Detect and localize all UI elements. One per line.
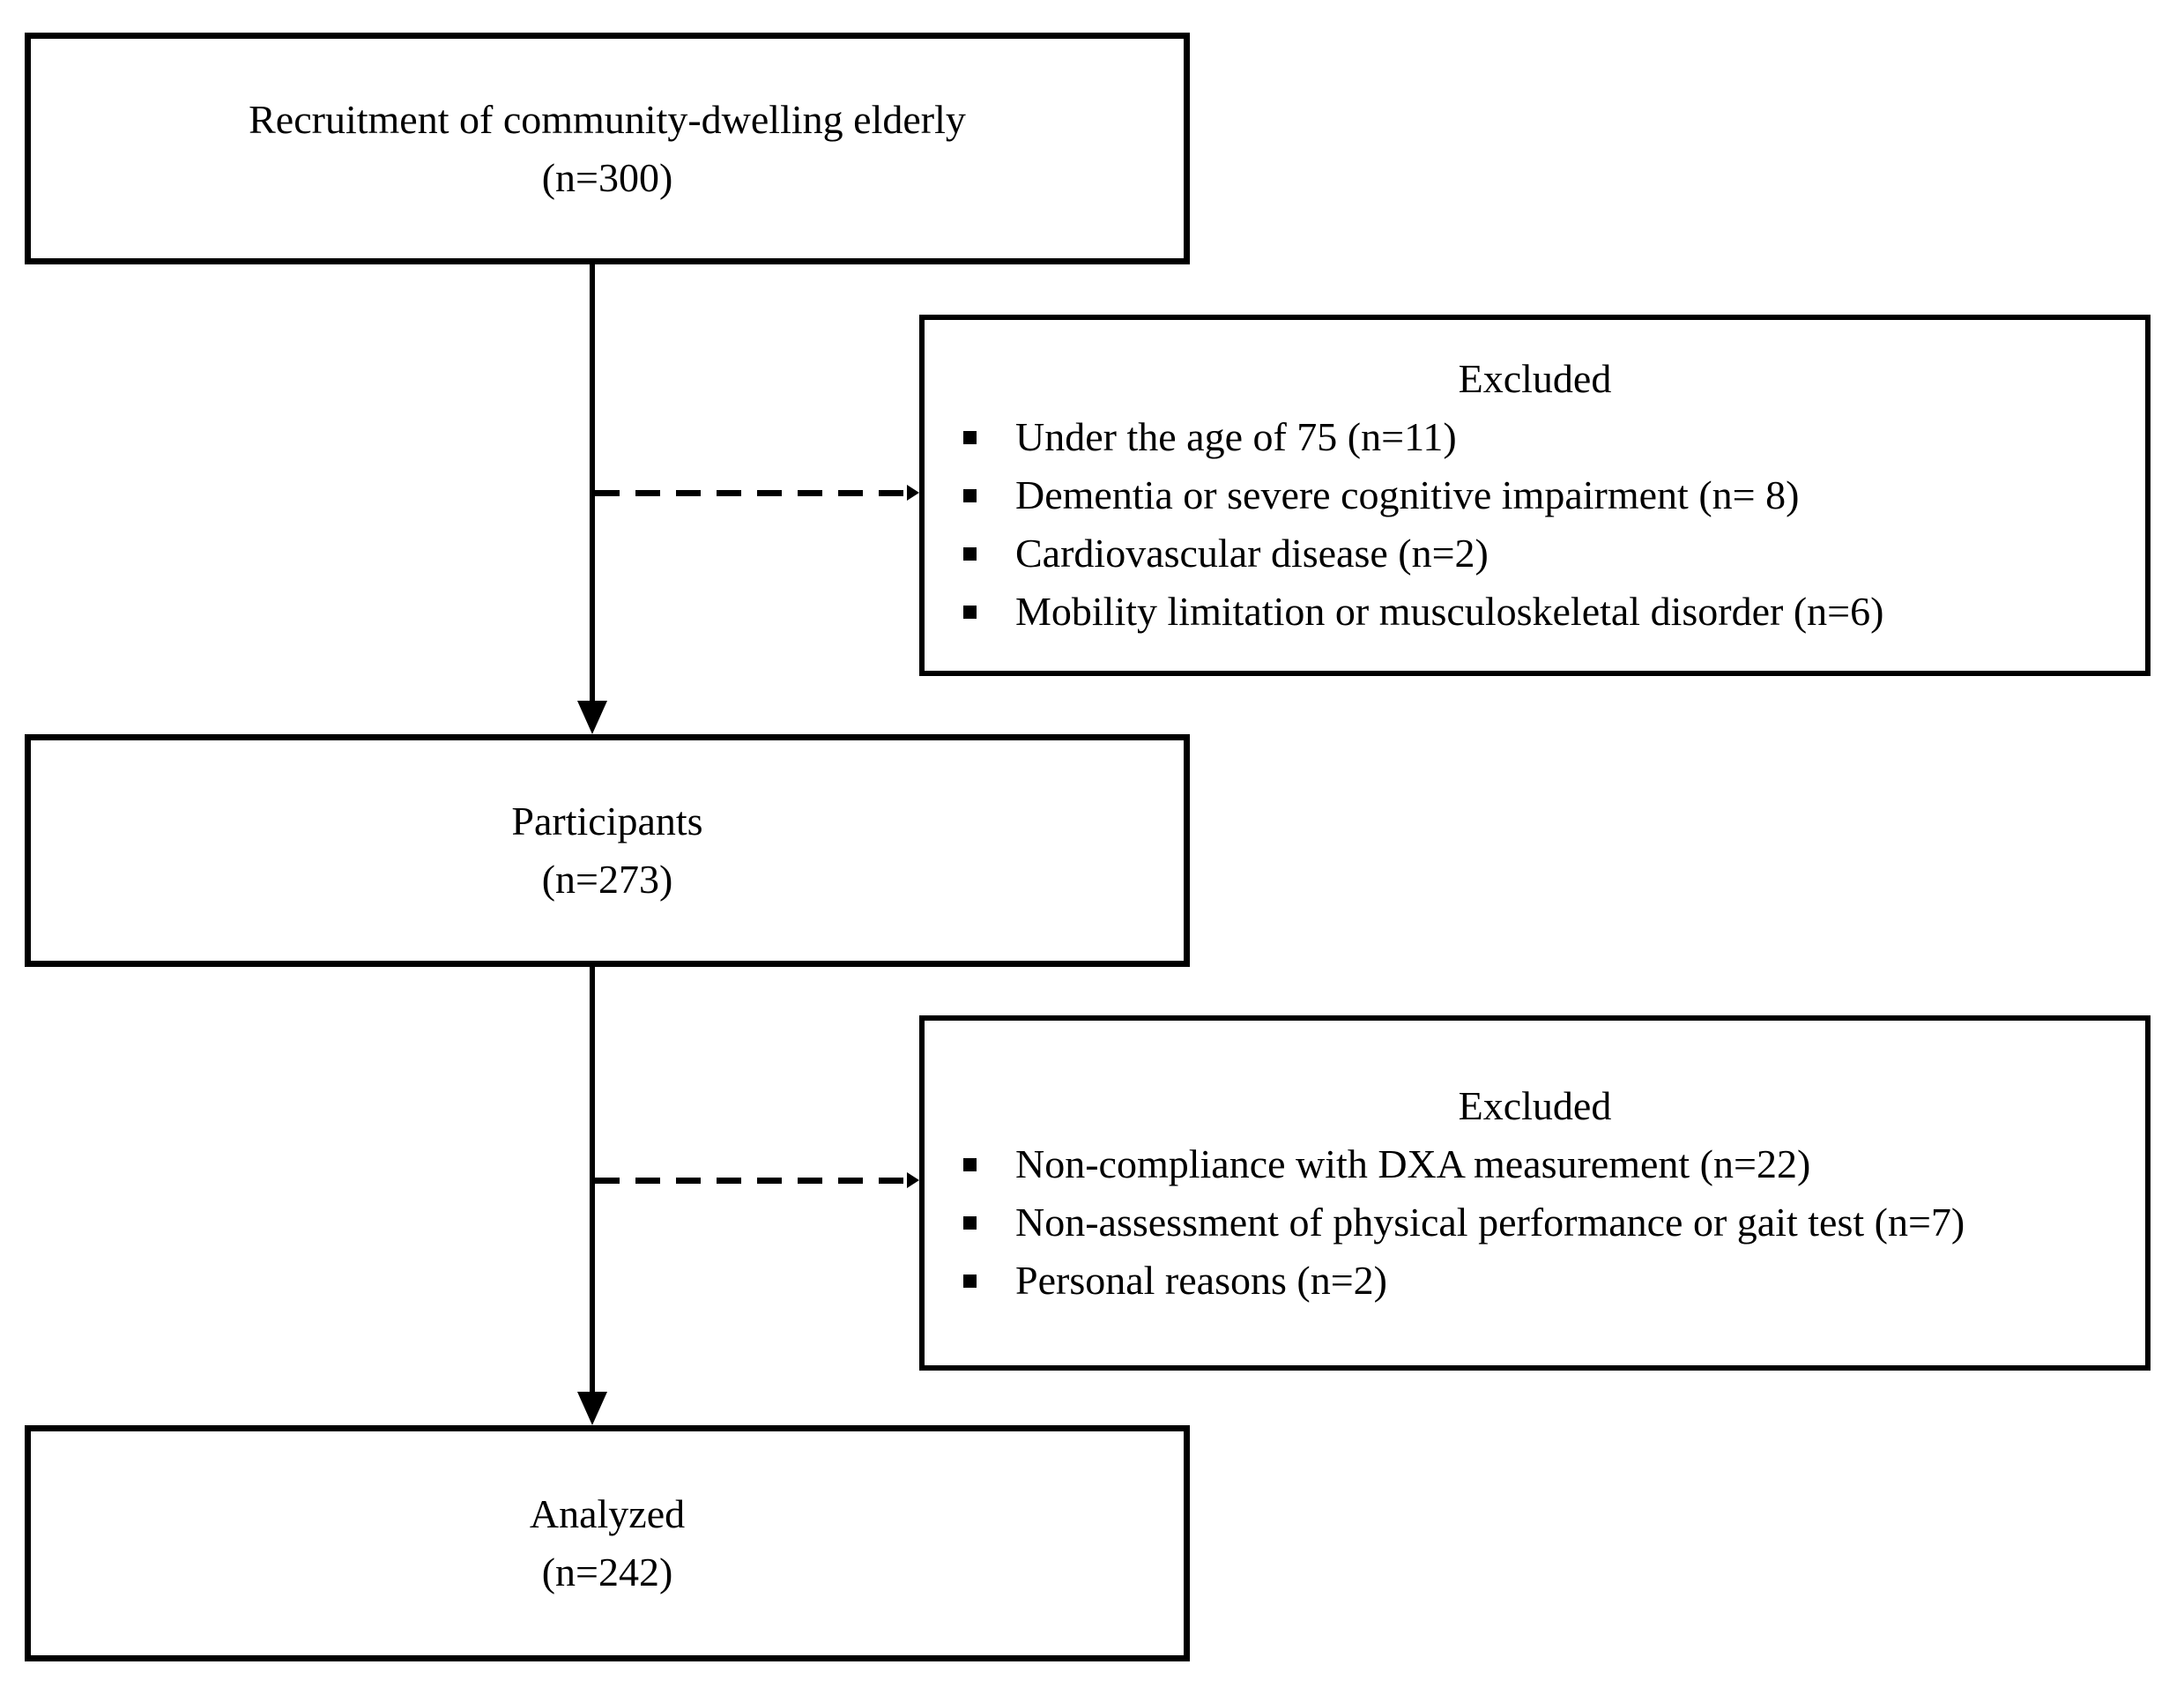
excluded-2-item-text: Personal reasons (n=2) [1015, 1257, 1387, 1303]
analyzed-box: Analyzed (n=242) [25, 1425, 1190, 1661]
list-item: Under the age of 75 (n=11) [963, 408, 2136, 466]
excluded-2-item-text: Non-compliance with DXA measurement (n=2… [1015, 1141, 1811, 1186]
analyzed-count: (n=242) [541, 1550, 673, 1594]
participants-box: Participants (n=273) [25, 734, 1190, 967]
bullet-square-icon [963, 547, 977, 561]
excluded-box-2: Excluded Non-compliance with DXA measure… [919, 1015, 2151, 1371]
list-item: Mobility limitation or musculoskeletal d… [963, 583, 2136, 641]
list-item: Dementia or severe cognitive impairment … [963, 466, 2136, 524]
excluded-box-1: Excluded Under the age of 75 (n=11) Deme… [919, 315, 2151, 676]
dashed-connector-excluded-2 [595, 1178, 919, 1184]
excluded-2-title: Excluded [1458, 1082, 1612, 1128]
excluded-1-item-text: Mobility limitation or musculoskeletal d… [1015, 589, 1884, 634]
bullet-square-icon [963, 1274, 977, 1288]
connector-line-participants-analyzed [590, 967, 595, 1394]
bullet-square-icon [963, 489, 977, 502]
excluded-1-item-text: Dementia or severe cognitive impairment … [1015, 472, 1800, 517]
excluded-1-list: Under the age of 75 (n=11) Dementia or s… [925, 408, 2145, 641]
arrow-right-icon [907, 485, 919, 501]
analyzed-title: Analyzed [529, 1491, 686, 1536]
excluded-1-title: Excluded [1458, 356, 1612, 401]
connector-line-recruitment-participants [590, 264, 595, 705]
arrow-down-icon [577, 701, 607, 734]
recruitment-title: Recruitment of community-dwelling elderl… [249, 96, 966, 142]
list-item: Non-compliance with DXA measurement (n=2… [963, 1135, 2136, 1193]
participants-title: Participants [511, 799, 703, 844]
bullet-square-icon [963, 431, 977, 444]
excluded-2-item-text: Non-assessment of physical performance o… [1015, 1199, 1965, 1245]
list-item: Non-assessment of physical performance o… [963, 1193, 2136, 1252]
dashed-connector-excluded-1 [595, 490, 919, 496]
excluded-1-item-text: Under the age of 75 (n=11) [1015, 414, 1457, 459]
list-item: Cardiovascular disease (n=2) [963, 524, 2136, 583]
arrow-down-icon [577, 1392, 607, 1425]
recruitment-count: (n=300) [541, 154, 673, 200]
participants-count: (n=273) [541, 857, 673, 902]
bullet-square-icon [963, 1215, 977, 1230]
bullet-square-icon [963, 1157, 977, 1171]
arrow-right-icon [907, 1172, 919, 1188]
list-item: Personal reasons (n=2) [963, 1252, 2136, 1310]
excluded-2-list: Non-compliance with DXA measurement (n=2… [925, 1135, 2145, 1310]
recruitment-box: Recruitment of community-dwelling elderl… [25, 33, 1190, 264]
bullet-square-icon [963, 606, 977, 619]
excluded-1-item-text: Cardiovascular disease (n=2) [1015, 531, 1489, 576]
